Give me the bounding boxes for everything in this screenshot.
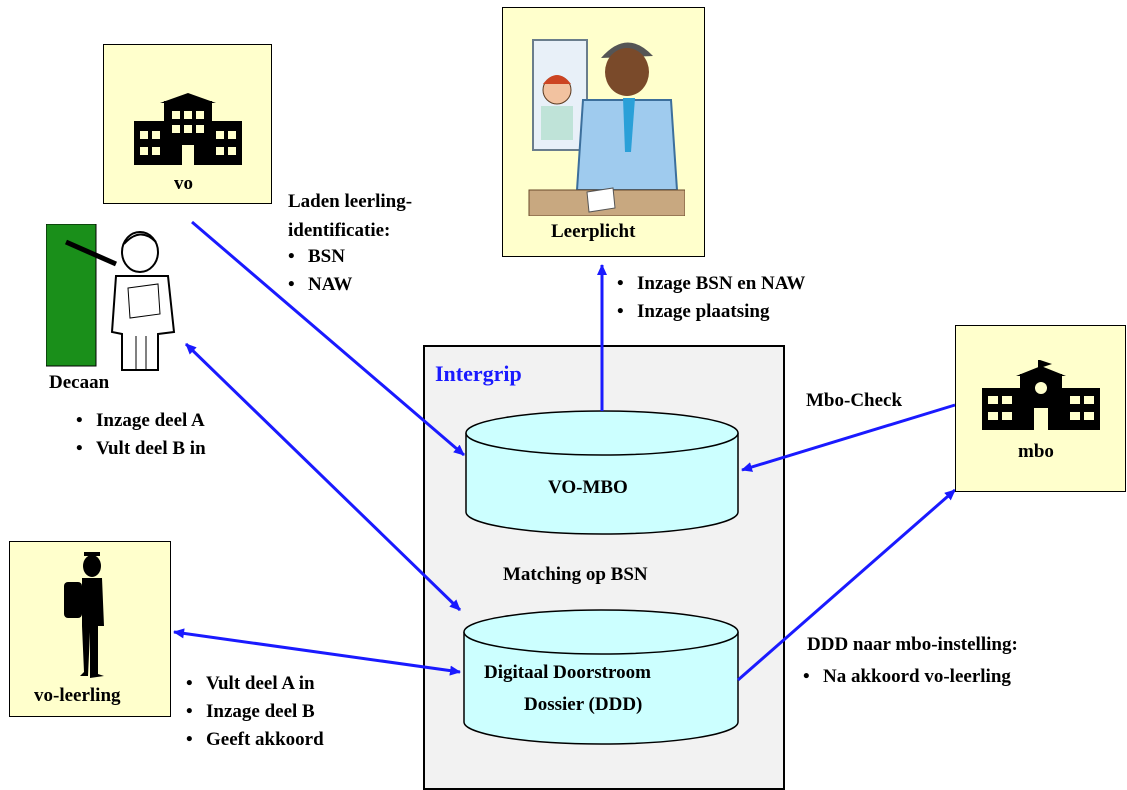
vo-mbo-database-label: VO-MBO [548, 477, 628, 498]
decaan-annotation-list: Inzage deel A Vult deel B in [76, 407, 206, 463]
leerling-annotation-item: Vult deel A in [186, 670, 324, 698]
leerplicht-node: Leerplicht [502, 7, 705, 257]
leerplicht-label: Leerplicht [551, 221, 636, 242]
mbo-check-label: Mbo-Check [806, 390, 903, 411]
officer-illustration-icon [528, 39, 685, 216]
vo-annotation-item: BSN [288, 243, 352, 271]
vo-leerling-node: vo-leerling [9, 541, 171, 717]
ddd-database-label-line-1: Digitaal Doorstroom [484, 662, 651, 683]
vo-annotation-list: BSN NAW [288, 243, 352, 299]
ddd-database-icon [463, 609, 739, 745]
matching-label: Matching op BSN [503, 564, 648, 585]
arrow-ddd-to-mbo [737, 488, 956, 682]
vo-annotation-item: NAW [288, 271, 352, 299]
vo-node: vo [103, 44, 272, 204]
leerplicht-annotation-item: Inzage BSN en NAW [617, 270, 805, 298]
ddd-database-label-line-2: Dossier (DDD) [524, 694, 643, 715]
leerling-annotation-item: Geeft akkoord [186, 726, 324, 754]
teacher-illustration-icon [46, 224, 176, 371]
leerling-annotation-list: Vult deel A in Inzage deel B Geeft akkoo… [186, 670, 324, 754]
arrow-decaan-ddd [184, 342, 462, 612]
leerplicht-annotation-item: Inzage plaatsing [617, 298, 805, 326]
vo-annotation-title-line-2: identificatie: [288, 220, 391, 241]
leerplicht-annotation-list: Inzage BSN en NAW Inzage plaatsing [617, 270, 805, 326]
decaan-label: Decaan [49, 372, 110, 393]
arrow-mbo-to-vo-mbo [741, 403, 956, 472]
vo-label: vo [174, 173, 193, 194]
ddd-to-mbo-list: Na akkoord vo-leerling [803, 663, 1011, 691]
decaan-annotation-item: Inzage deel A [76, 407, 206, 435]
vo-annotation-title: Laden leerling- identificatie: [288, 187, 412, 245]
arrow-leerling-ddd [173, 628, 461, 676]
ddd-to-mbo-title: DDD naar mbo-instelling: [807, 634, 1018, 655]
student-silhouette-icon [64, 552, 104, 678]
vo-annotation-title-line-1: Laden leerling- [288, 191, 413, 212]
mbo-node: mbo [955, 325, 1126, 492]
vo-mbo-database-icon [465, 410, 739, 535]
decaan-annotation-item: Vult deel B in [76, 435, 206, 463]
school-building-icon [134, 93, 242, 165]
vo-leerling-label: vo-leerling [34, 685, 121, 706]
ddd-to-mbo-item: Na akkoord vo-leerling [803, 663, 1011, 691]
leerling-annotation-item: Inzage deel B [186, 698, 324, 726]
mbo-label: mbo [1018, 441, 1054, 462]
school-building-icon [982, 360, 1100, 430]
